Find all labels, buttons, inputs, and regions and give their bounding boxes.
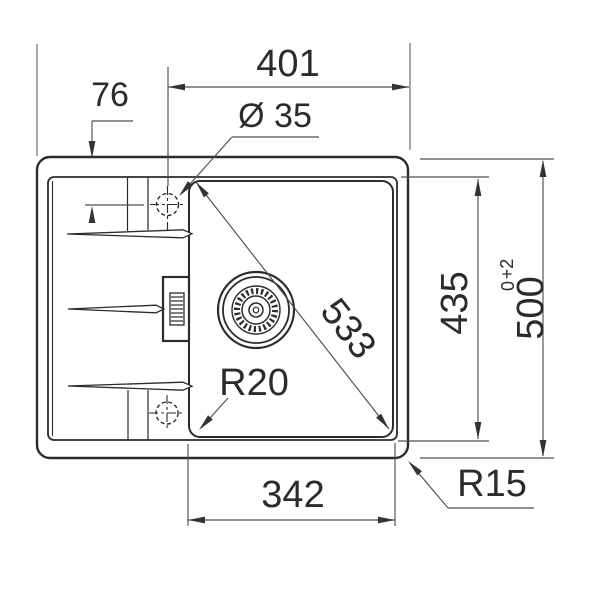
arrowhead-down	[88, 141, 96, 158]
dim-tap-hole-diameter: Ø 35	[179, 97, 319, 196]
dim-inner-depth: 435	[398, 176, 489, 442]
strainer-screw-center	[252, 306, 260, 314]
arrowhead-up	[88, 206, 96, 223]
dim-label-r20: R20	[219, 362, 289, 404]
drain-groove	[66, 229, 194, 239]
arrowhead-right	[392, 83, 409, 91]
arrowhead	[179, 181, 193, 196]
arrowhead-bottom-right	[376, 413, 389, 429]
arrowhead	[408, 461, 422, 476]
sink-outer-shell	[35, 155, 410, 460]
strainer-flange-inner	[222, 276, 290, 344]
drain-groove	[67, 304, 166, 314]
dimension-line	[195, 181, 390, 430]
dim-overall-depth: 500 +2 0	[420, 158, 554, 459]
strainer-screw-ring	[248, 302, 264, 318]
arrowhead-down	[474, 422, 482, 439]
tap-hole-bottom-crosshair	[149, 395, 185, 431]
overflow-recess	[161, 275, 191, 343]
arrowhead-right	[378, 516, 395, 524]
sink-body	[35, 155, 410, 460]
drainboard	[66, 178, 194, 440]
drain-groove	[67, 381, 194, 391]
dim-label-76: 76	[91, 76, 129, 114]
dim-bowl-corner-radius: R20	[199, 362, 289, 430]
tap-hole-top-crosshair	[150, 186, 184, 230]
arrowhead-top-left	[196, 182, 209, 198]
dim-tap-hole-offset: 76	[85, 76, 144, 223]
dim-label-533: 533	[312, 291, 384, 367]
arrowhead-left	[188, 516, 205, 524]
drain-strainer	[216, 270, 296, 350]
arrowhead-up	[474, 179, 482, 196]
dim-label-tolerance-minus: 0	[498, 281, 518, 291]
dim-label-435: 435	[434, 271, 476, 334]
tap-holes	[149, 186, 185, 431]
dim-outer-corner-radius: R15	[408, 461, 534, 509]
dim-label-500: 500	[510, 276, 552, 339]
dim-label-diameter: Ø 35	[238, 97, 312, 135]
overflow-box	[161, 275, 191, 343]
dim-label-r15: R15	[457, 463, 527, 505]
arrowhead-left	[168, 83, 185, 91]
strainer-flange-outer	[216, 270, 296, 350]
dim-label-tolerance-plus: +2	[497, 259, 517, 280]
dim-top-width: 401	[167, 43, 409, 186]
overflow-grille	[169, 292, 185, 326]
overflow-grille-slats	[171, 296, 183, 322]
strainer-hub	[241, 295, 271, 325]
arrowhead	[199, 415, 213, 430]
dim-label-342: 342	[261, 474, 324, 516]
strainer-slots-ring	[234, 288, 278, 332]
arrowhead-up	[539, 160, 547, 177]
strainer-basket-rim	[231, 285, 281, 335]
sink-rim-inner-line	[47, 176, 398, 441]
arrowhead-down	[539, 440, 547, 457]
dim-bowl-width: 342	[187, 443, 396, 526]
dim-label-401: 401	[256, 43, 319, 85]
